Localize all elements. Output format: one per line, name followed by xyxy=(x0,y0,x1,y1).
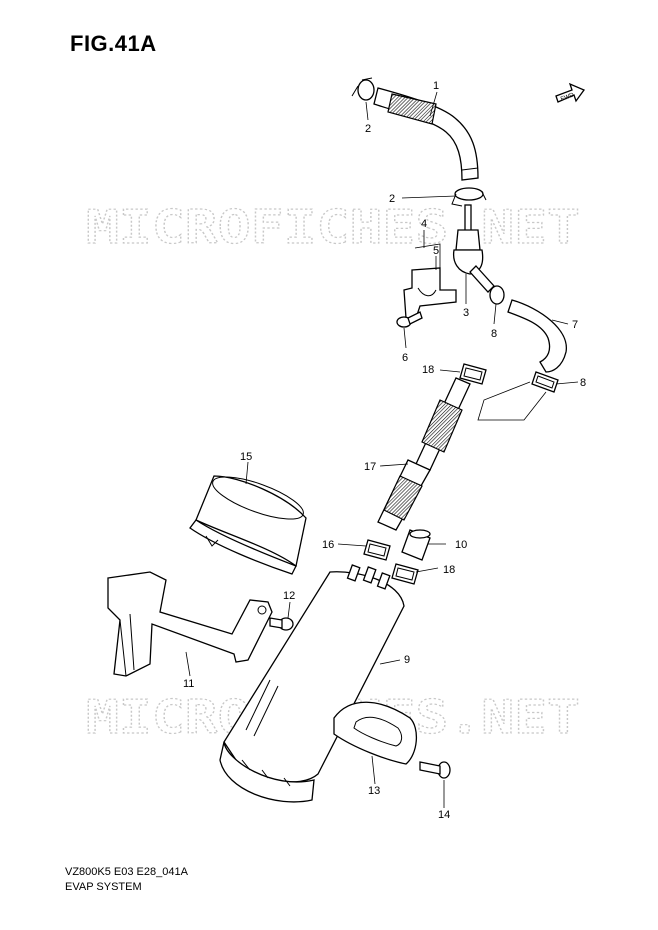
callout-8-lower: 8 xyxy=(580,377,586,389)
callout-18-lower: 18 xyxy=(443,564,455,576)
callout-6: 6 xyxy=(402,352,408,364)
callout-2-lower: 2 xyxy=(389,193,395,205)
part-18-clamp-lower xyxy=(391,563,419,585)
callout-5: 5 xyxy=(433,245,439,257)
fwd-arrow-icon: FWD xyxy=(555,82,586,103)
callout-1: 1 xyxy=(433,80,439,92)
part-18-clamp-upper xyxy=(459,363,487,385)
callout-12: 12 xyxy=(283,590,295,602)
callout-labels: 1 2 2 4 5 3 8 7 6 18 8 17 15 16 10 18 12… xyxy=(183,80,586,821)
part-13-bracket xyxy=(333,701,417,765)
part-7-hose xyxy=(507,299,567,373)
callout-10: 10 xyxy=(455,539,467,551)
callout-17: 17 xyxy=(364,461,376,473)
system-name: EVAP SYSTEM xyxy=(65,881,142,893)
callout-8-upper: 8 xyxy=(491,328,497,340)
part-12-bolt xyxy=(269,617,294,631)
part-2-clamp-upper xyxy=(351,77,375,101)
part-17-hose xyxy=(377,377,471,531)
figure-title: FIG.41A xyxy=(70,31,157,56)
part-10-cap xyxy=(401,529,431,561)
callout-4: 4 xyxy=(421,218,427,230)
callout-18-upper: 18 xyxy=(422,364,434,376)
fwd-label: FWD xyxy=(560,92,576,103)
part-8-clamp-upper xyxy=(489,285,505,305)
callout-15: 15 xyxy=(240,451,252,463)
callout-7: 7 xyxy=(572,319,578,331)
leader-lines xyxy=(185,91,579,808)
callout-11: 11 xyxy=(183,678,194,690)
model-code: VZ800K5 E03 E28_041A xyxy=(65,866,188,878)
part-9-canister xyxy=(219,564,405,803)
watermark-top: MICROFICHES.NET xyxy=(86,200,580,254)
part-6-screw xyxy=(396,311,423,328)
part-16-clamp xyxy=(363,539,391,561)
callout-3: 3 xyxy=(463,307,469,319)
callout-9: 9 xyxy=(404,654,410,666)
part-8-clamp-lower xyxy=(531,371,559,393)
part-4-5-bracket xyxy=(403,267,457,319)
part-3-valve xyxy=(452,204,495,293)
part-11-bracket xyxy=(107,571,273,677)
callout-16: 16 xyxy=(322,539,334,551)
part-14-screw xyxy=(419,761,451,779)
part-2-clamp-lower xyxy=(451,187,487,207)
part-15-filter xyxy=(189,475,307,575)
part-1-hose xyxy=(373,87,479,181)
callout-2-upper: 2 xyxy=(365,123,371,135)
callout-14: 14 xyxy=(438,809,450,821)
callout-13: 13 xyxy=(368,785,380,797)
